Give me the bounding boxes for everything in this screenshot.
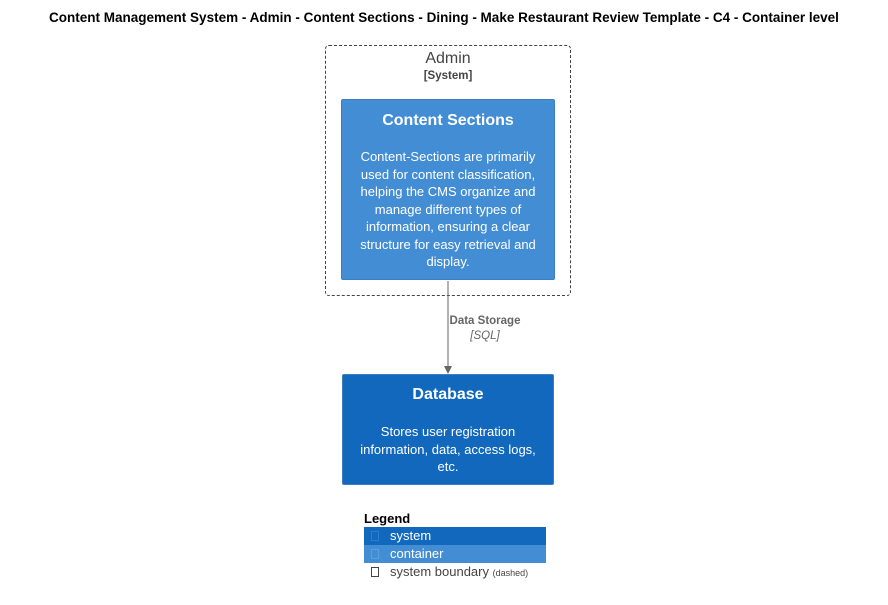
- legend-boundary-note: (dashed): [492, 568, 529, 578]
- legend-system-label: system: [390, 528, 432, 543]
- legend-container-label: container: [390, 546, 444, 561]
- container-description: Content-Sections are primarily used for …: [360, 149, 536, 269]
- boundary-name: Admin: [425, 50, 471, 67]
- diagram-title: Content Management System - Admin - Cont…: [49, 10, 839, 25]
- system-swatch-icon: [371, 531, 379, 541]
- container-content-sections: Content Sections Content-Sections are pr…: [341, 99, 555, 280]
- legend-item-container: container: [364, 545, 546, 563]
- edge-label: Data Storage: [449, 315, 521, 327]
- system-database: Database Stores user registration inform…: [342, 374, 554, 485]
- legend-boundary-label: system boundary: [390, 564, 489, 579]
- edge-arrowhead: [444, 366, 452, 374]
- container-swatch-icon: [371, 549, 379, 559]
- boundary-swatch-icon: [371, 567, 379, 577]
- boundary-type: [System]: [423, 70, 473, 82]
- edge-technology: [SQL]: [470, 330, 500, 342]
- container-name: Content Sections: [382, 112, 514, 129]
- legend-title: Legend: [364, 511, 411, 526]
- database-description: Stores user registration information, da…: [360, 424, 536, 474]
- database-name: Database: [412, 386, 484, 403]
- legend: Legend system container system boundary …: [364, 511, 546, 581]
- legend-item-boundary: system boundary (dashed): [364, 563, 546, 581]
- legend-item-system: system: [364, 527, 546, 545]
